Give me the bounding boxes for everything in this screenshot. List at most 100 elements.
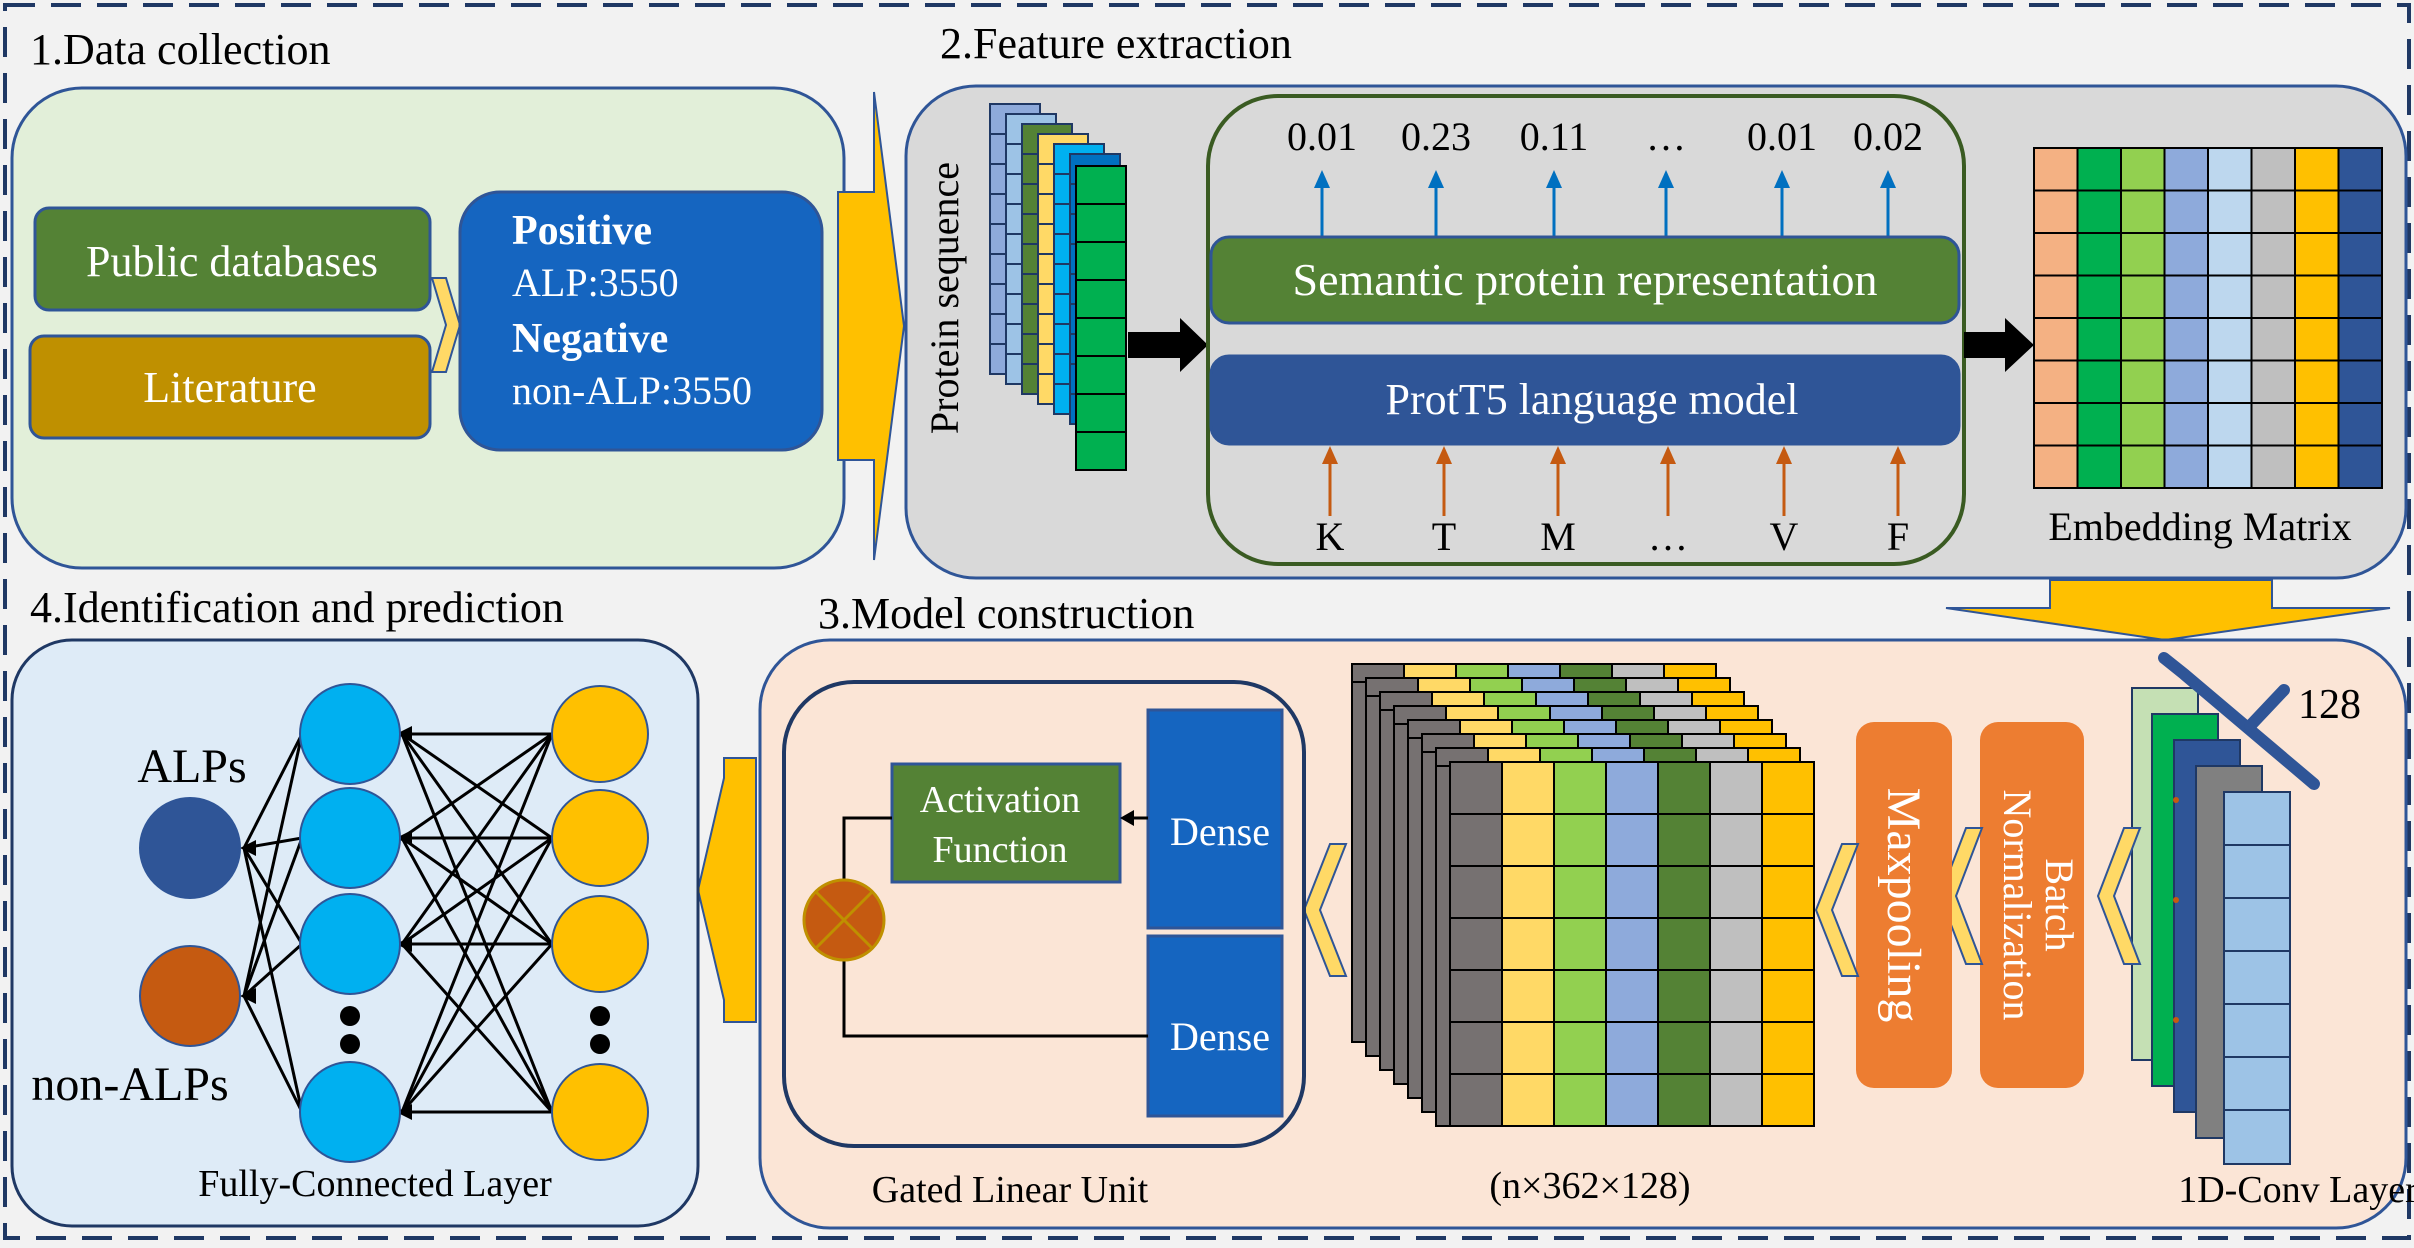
embedding-cell <box>2294 402 2340 447</box>
output-value: 0.02 <box>1853 114 1923 159</box>
fc-edge-input-hidden <box>400 943 554 1113</box>
sequence-front-cell <box>1075 241 1127 281</box>
dense-to-multiply-line <box>842 956 1148 1038</box>
embedding-cell <box>2076 359 2122 404</box>
feature-extraction-panel <box>904 84 2408 580</box>
embedding-cell <box>2294 232 2340 277</box>
embedding-cell <box>2033 274 2079 319</box>
fc-edge-hidden-output <box>242 733 304 849</box>
embedding-cell <box>2294 317 2340 362</box>
fc-arrowhead-hidden <box>396 830 412 846</box>
sequence-front-cell <box>1075 279 1127 319</box>
fc-edge-input-hidden <box>401 836 553 946</box>
batch-normalization-line1: Batch <box>2037 858 2082 951</box>
activation-function-box <box>890 762 1122 884</box>
prott5-language-model-bar <box>1209 354 1961 446</box>
conv-layer-label: 1D-Conv Layer <box>2178 1169 2414 1211</box>
tensor-front-cell <box>1657 761 1711 815</box>
tensor-front-cell <box>1605 813 1659 867</box>
embedding-cell <box>2337 232 2383 277</box>
dense-top-label: Dense <box>1170 809 1270 854</box>
conv-kernel-dot <box>2173 797 2179 803</box>
conv-kernel-dot <box>2173 897 2179 903</box>
input-arrows <box>1322 446 1906 516</box>
tensor-front-cell <box>1709 969 1763 1023</box>
embedding-cell <box>2207 359 2253 404</box>
input-arrowhead <box>1890 446 1906 464</box>
section-title-identification: 4.Identification and prediction <box>30 583 564 632</box>
tensor-front-cell <box>1449 761 1503 815</box>
tensor-front-cell <box>1709 1021 1763 1075</box>
embedding-cell <box>2076 402 2122 447</box>
section-title-model-construction: 3.Model construction <box>818 589 1194 638</box>
tensor-front-cell <box>1501 761 1555 815</box>
glu-label: Gated Linear Unit <box>872 1169 1149 1211</box>
dense-bottom-label: Dense <box>1170 1014 1270 1059</box>
embedding-cell <box>2207 402 2253 447</box>
tensor-front-cell <box>1553 865 1607 919</box>
fc-arrowhead-hidden <box>396 936 412 952</box>
conv-filters-bracket <box>2158 652 2320 790</box>
flow-arrow-3-to-4 <box>696 757 757 1023</box>
tensor-front-cell <box>1657 1073 1711 1127</box>
embedding-cell <box>2337 189 2383 234</box>
embedding-cell <box>2250 444 2296 489</box>
fc-edge-hidden-output <box>242 847 304 945</box>
activation-function-line1: Activation <box>920 779 1080 821</box>
embedding-cell <box>2207 189 2253 234</box>
embedding-cell <box>2033 359 2079 404</box>
embedding-cell <box>2250 402 2296 447</box>
embedding-cell <box>2294 189 2340 234</box>
input-residue: F <box>1887 514 1909 559</box>
embedding-cell <box>2163 359 2209 404</box>
output-value: 0.11 <box>1520 114 1589 159</box>
tensor-front-cell <box>1449 813 1503 867</box>
hidden-neuron <box>299 1061 401 1163</box>
merge-chevron <box>430 277 462 373</box>
tensor-front-cell <box>1605 761 1659 815</box>
alps-output-node <box>139 797 241 899</box>
conv-kernel-dot <box>2173 1017 2179 1023</box>
tensor-front-cell <box>1449 1021 1503 1075</box>
embedding-matrix-label: Embedding Matrix <box>2048 504 2351 549</box>
public-databases-label: Public databases <box>86 237 378 286</box>
maxpooling-box <box>1856 722 1952 1088</box>
non-alps-output-node <box>139 945 241 1047</box>
sequence-front-cell <box>1075 165 1127 205</box>
chevron-conv-to-bn <box>2096 827 2142 965</box>
tensor-front-cell <box>1761 865 1815 919</box>
negative-title: Negative <box>512 316 668 362</box>
fully-connected-edges <box>240 726 554 1120</box>
tensor-front-cell <box>1761 813 1815 867</box>
tensor-front-cell <box>1657 969 1711 1023</box>
fc-edge-hidden-output <box>242 837 304 997</box>
embedding-cell <box>2033 147 2079 192</box>
embedding-cell <box>2250 359 2296 404</box>
tensor-front-cell <box>1605 1021 1659 1075</box>
tensor-front-cell <box>1449 1073 1503 1127</box>
tensor-front-cell <box>1709 917 1763 971</box>
hidden-ellipsis-dot <box>340 1006 360 1026</box>
tensor-front-cell <box>1761 917 1815 971</box>
dataset-summary-box <box>458 190 824 452</box>
tensor-front-cell <box>1605 865 1659 919</box>
tensor-front-cell <box>1501 813 1555 867</box>
input-neuron <box>551 1063 649 1161</box>
output-arrows <box>1314 170 1896 236</box>
input-arrowhead <box>1322 446 1338 464</box>
fc-edge-hidden-output <box>242 995 304 1113</box>
outer-dashed-border <box>3 3 2411 1240</box>
fully-connected-label: Fully-Connected Layer <box>198 1163 552 1205</box>
sequence-front-cell <box>1075 355 1127 395</box>
input-residue: V <box>1770 514 1799 559</box>
conv-filter-stack <box>2131 687 2291 1165</box>
tensor-front-cell <box>1553 1073 1607 1127</box>
literature-label: Literature <box>143 363 316 412</box>
tensor-front-cell <box>1709 865 1763 919</box>
embedding-cell <box>2163 317 2209 362</box>
embedding-cell <box>2250 274 2296 319</box>
feature-tensor-stack <box>1351 663 1815 1127</box>
hidden-neuron <box>299 893 401 995</box>
embedding-cell <box>2337 444 2383 489</box>
